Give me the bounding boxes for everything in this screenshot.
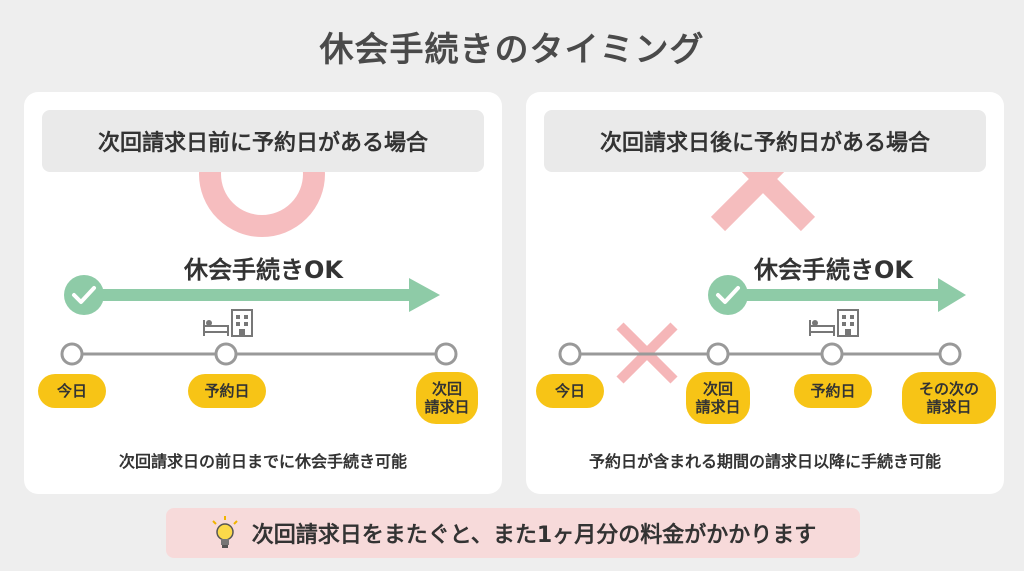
timeline-point-booking <box>214 342 238 366</box>
ok-label: 休会手続きOK <box>184 256 343 284</box>
check-icon <box>716 286 740 304</box>
ok-arrow <box>64 275 440 315</box>
panel-before-billing: 次回請求日前に予約日がある場合 休会手続きOK 今日 予約日 次回 請求日 次回… <box>24 92 502 494</box>
timeline-point-today <box>60 342 84 366</box>
hotel-bed-icon <box>809 309 859 337</box>
notice-text: 次回請求日をまたぐと、また1ヶ月分の料金がかかります <box>251 523 817 548</box>
panel-heading: 次回請求日前に予約日がある場合 <box>42 110 484 172</box>
timeline-point-today <box>558 342 582 366</box>
timeline-point-next-billing <box>706 342 730 366</box>
badge-next-billing: 次回 請求日 <box>416 372 478 424</box>
panel-caption: 予約日が含まれる期間の請求日以降に手続き可能 <box>588 452 941 471</box>
timeline-point-booking <box>820 342 844 366</box>
left-diagram <box>60 111 458 366</box>
check-circle-icon <box>64 275 104 315</box>
check-icon <box>72 286 96 304</box>
badge-following-billing: その次の 請求日 <box>902 372 996 424</box>
panel-after-billing: 次回請求日後に予約日がある場合 休会手続きOK 今日 次回 請求日 予約日 その… <box>526 92 1004 494</box>
badge-today: 今日 <box>536 374 604 408</box>
hotel-bed-icon <box>203 309 253 337</box>
ok-label: 休会手続きOK <box>754 256 913 284</box>
timeline-point-following-billing <box>938 342 962 366</box>
badge-booking-day: 予約日 <box>794 374 872 408</box>
panel-heading: 次回請求日後に予約日がある場合 <box>544 110 986 172</box>
badge-next-billing: 次回 請求日 <box>686 372 750 424</box>
check-circle-icon <box>708 275 748 315</box>
timeline-point-next-billing <box>434 342 458 366</box>
page-title: 休会手続きのタイミング <box>319 30 705 70</box>
notice-banner: 次回請求日をまたぐと、また1ヶ月分の料金がかかります <box>166 508 860 558</box>
ok-arrow <box>708 275 966 315</box>
badge-today: 今日 <box>38 374 106 408</box>
lightbulb-icon <box>212 516 238 548</box>
panel-caption: 次回請求日の前日までに休会手続き可能 <box>118 452 407 471</box>
badge-booking-day: 予約日 <box>188 374 266 408</box>
